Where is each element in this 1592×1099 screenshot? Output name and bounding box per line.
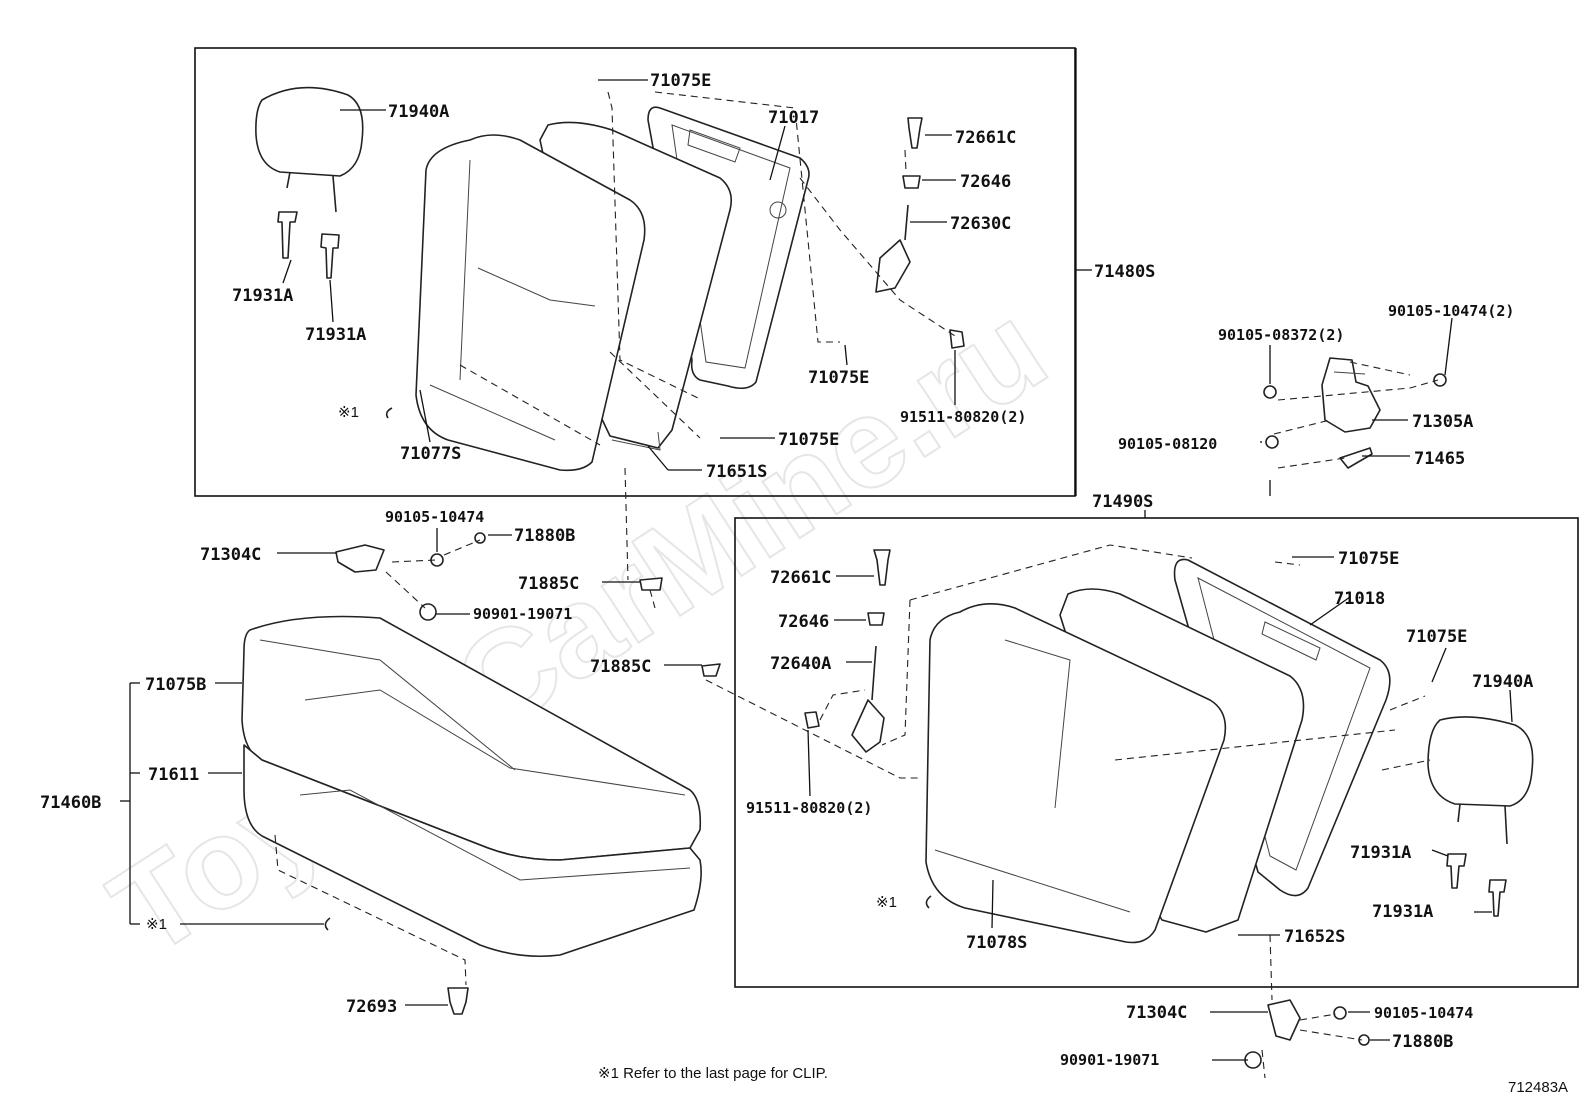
diagram-id: 712483A xyxy=(1508,1079,1568,1096)
clip-marker-label: ※1 xyxy=(146,916,167,933)
label-back-right: 71078S xyxy=(966,933,1027,953)
label-bolt-19071-right: 90901-19071 xyxy=(1060,1051,1159,1069)
bolt-10474-icon xyxy=(1433,373,1447,387)
footnote: ※1 Refer to the last page for CLIP. xyxy=(598,1065,828,1082)
label-hinge-71305a: 71305A xyxy=(1412,412,1473,432)
label-bolt-08120: 90105-08120 xyxy=(1118,435,1217,453)
upper-back-71077S xyxy=(415,134,646,472)
label-bolt-right: 91511-80820(2) xyxy=(746,799,872,817)
label-clip-e-r1: 71075E xyxy=(1338,549,1399,569)
label-frame-right: 71018 xyxy=(1334,589,1385,609)
label-clip-b-left: 71880B xyxy=(514,526,575,546)
right-bushing-72646 xyxy=(867,612,885,626)
clip-marker-label: ※1 xyxy=(876,894,897,911)
clip-72693 xyxy=(447,987,469,1015)
label-cushion-cover: 71075B xyxy=(145,675,206,695)
assembly-dashed-lines xyxy=(274,91,1439,1079)
upper-guide-2 xyxy=(320,233,340,279)
label-clip-e-2: 71075E xyxy=(808,368,869,388)
hinge-71304C-left xyxy=(335,544,385,573)
clip-71880B-left-icon xyxy=(474,532,486,544)
bolt-08372-icon xyxy=(1263,385,1277,399)
label-back-upper: 71077S xyxy=(400,444,461,464)
label-bushing-upper: 72646 xyxy=(960,172,1011,192)
hinge-71305A xyxy=(1321,357,1381,433)
clip-71880B-right-icon xyxy=(1358,1034,1370,1046)
upper-guide-1 xyxy=(277,211,298,259)
right-knob-72661C xyxy=(873,549,891,586)
upper-bolt-91511 xyxy=(949,329,965,349)
label-hinge-right: 71304C xyxy=(1126,1003,1187,1023)
right-guide-1 xyxy=(1446,853,1467,889)
label-bolt-19071-left: 90901-19071 xyxy=(473,605,572,623)
upper-rod-72630C xyxy=(875,204,911,293)
label-knob-right: 72661C xyxy=(770,568,831,588)
label-clip-e-3: 71075E xyxy=(778,430,839,450)
right-back-71078S xyxy=(925,603,1227,944)
hook-71885C-2 xyxy=(701,663,721,677)
label-assembly-cushion: 71460B xyxy=(40,793,101,813)
label-bolt-upper: 91511-80820(2) xyxy=(900,408,1026,426)
right-rod-72640A xyxy=(851,645,885,753)
right-back-assembly-box xyxy=(734,517,1579,988)
upper-back-assembly-box xyxy=(194,47,1076,497)
label-pad-upper: 71651S xyxy=(706,462,767,482)
label-hook-2: 71885C xyxy=(590,657,651,677)
bolt-10474-right-icon xyxy=(1333,1006,1347,1020)
label-knob-upper: 72661C xyxy=(955,128,1016,148)
label-bolt-10474-left: 90105-10474 xyxy=(385,508,484,526)
label-headrest-upper: 71940A xyxy=(388,102,449,122)
label-assembly-right: 71490S xyxy=(1092,492,1153,512)
cushion-pad-71611 xyxy=(243,744,702,958)
label-hook-1: 71885C xyxy=(518,574,579,594)
label-bolt-08372: 90105-08372(2) xyxy=(1218,326,1344,344)
upper-knob-72661C xyxy=(907,117,923,149)
label-guide-r1: 71931A xyxy=(1350,843,1411,863)
label-frame-upper: 71017 xyxy=(768,108,819,128)
label-clip-72693: 72693 xyxy=(346,997,397,1017)
label-cushion-pad: 71611 xyxy=(148,765,199,785)
label-rod-right: 72640A xyxy=(770,654,831,674)
bolt-19071-left-icon xyxy=(419,603,437,621)
label-bolt-10474-right: 90105-10474 xyxy=(1374,1004,1473,1022)
label-assembly-upper: 71480S xyxy=(1094,262,1155,282)
label-guide-a1: 71931A xyxy=(232,286,293,306)
upper-headrest xyxy=(255,86,364,213)
clip-marker-icon xyxy=(385,407,393,419)
cover-71465 xyxy=(1339,447,1373,469)
part-labels: 71940A 71931A 71931A ※1 71077S 71651S 71… xyxy=(40,71,1533,1069)
label-clip-e-1: 71075E xyxy=(650,71,711,91)
clip-marker-label: ※1 xyxy=(338,404,359,421)
label-guide-r2: 71931A xyxy=(1372,902,1433,922)
right-guide-2 xyxy=(1488,879,1507,917)
label-guide-a2: 71931A xyxy=(305,325,366,345)
label-clip-b-right: 71880B xyxy=(1392,1032,1453,1052)
label-headrest-right: 71940A xyxy=(1472,672,1533,692)
label-pad-right: 71652S xyxy=(1284,927,1345,947)
hook-71885C-1 xyxy=(639,577,663,591)
right-headrest xyxy=(1427,716,1534,845)
leader-lines xyxy=(120,48,1513,1061)
hinge-71304C-right xyxy=(1267,999,1301,1041)
bolt-08120-icon xyxy=(1265,435,1279,449)
label-bolt-10474-2: 90105-10474(2) xyxy=(1388,302,1514,320)
clip-marker-icon xyxy=(324,917,331,931)
label-rod-upper: 72630C xyxy=(950,214,1011,234)
label-cover-71465: 71465 xyxy=(1414,449,1465,469)
label-clip-e-r2: 71075E xyxy=(1406,627,1467,647)
label-hinge-left: 71304C xyxy=(200,545,261,565)
upper-bushing-72646 xyxy=(902,175,921,189)
label-bushing-right: 72646 xyxy=(778,612,829,632)
clip-marker-icon xyxy=(925,895,932,909)
right-bolt-91511 xyxy=(804,711,820,729)
